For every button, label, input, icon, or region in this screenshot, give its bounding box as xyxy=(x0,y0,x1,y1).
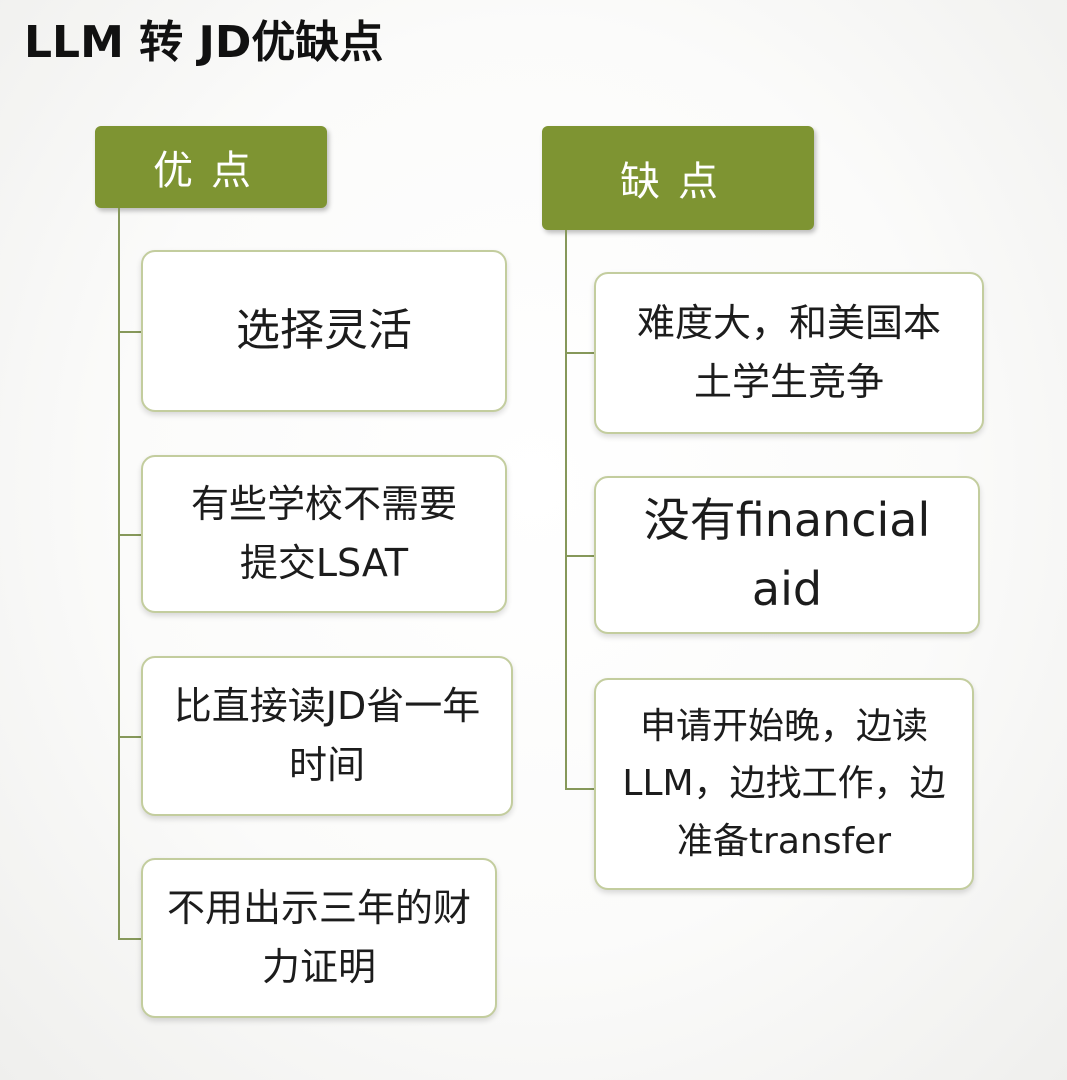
cons-card-no-financial-aid: 没有financial aid xyxy=(594,476,980,634)
cons-card-text: 难度大，和美国本土学生竞争 xyxy=(636,301,941,404)
pros-connector-branch xyxy=(118,331,142,333)
pros-card-no-lsat: 有些学校不需要提交LSAT xyxy=(141,455,507,613)
cons-card-competition: 难度大，和美国本土学生竞争 xyxy=(594,272,984,434)
pros-header: 优点 xyxy=(95,126,327,208)
pros-card-text: 不用出示三年的财力证明 xyxy=(166,886,471,989)
pros-connector-branch xyxy=(118,938,142,940)
page-title: LLM 转 JD优缺点 xyxy=(24,17,384,68)
cons-header: 缺点 xyxy=(542,126,814,230)
pros-card-text: 选择灵活 xyxy=(236,304,412,356)
pros-connector-trunk xyxy=(118,208,120,940)
cons-card-text: 没有financial aid xyxy=(643,493,931,616)
pros-card-save-year: 比直接读JD省一年时间 xyxy=(141,656,513,816)
cons-connector-branch xyxy=(565,788,595,790)
cons-connector-branch xyxy=(565,555,595,557)
pros-connector-branch xyxy=(118,736,142,738)
cons-connector-branch xyxy=(565,352,595,354)
pros-card-no-financial-proof: 不用出示三年的财力证明 xyxy=(141,858,497,1018)
cons-card-text: 申请开始晚，边读LLM，边找工作，边准备transfer xyxy=(622,705,946,862)
cons-card-late-application: 申请开始晚，边读LLM，边找工作，边准备transfer xyxy=(594,678,974,890)
pros-connector-branch xyxy=(118,534,142,536)
pros-card-text: 比直接读JD省一年时间 xyxy=(173,684,481,787)
pros-header-label: 优点 xyxy=(153,148,269,194)
pros-card-flexible-choice: 选择灵活 xyxy=(141,250,507,412)
cons-connector-trunk xyxy=(565,230,567,790)
cons-header-label: 缺点 xyxy=(620,159,736,205)
pros-card-text: 有些学校不需要提交LSAT xyxy=(190,482,457,585)
